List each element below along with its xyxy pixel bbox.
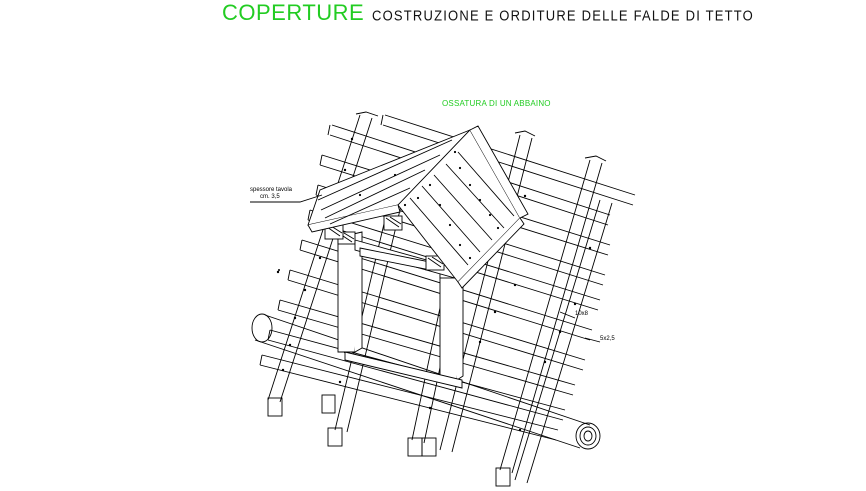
board-thickness-label-line2: cm. 3,5 [260, 194, 280, 200]
dormer-beams [324, 215, 463, 389]
stray-mark [278, 269, 280, 271]
batten-size-label: 10x8 [575, 311, 589, 317]
leader-lines [250, 194, 601, 343]
log-beam [251, 313, 601, 450]
drawing-title: OSSATURA DI UN ABBAINO [442, 99, 551, 108]
dormer-roof [307, 125, 529, 289]
board-thickness-label: spessore tavola cm. 3,5 [250, 187, 292, 201]
lath-size-label: 5x2,5 [600, 336, 615, 342]
page-subtitle: COSTRUZIONE E ORDITURE DELLE FALDE DI TE… [372, 7, 754, 24]
board-thickness-label-line1: spessore tavola [250, 187, 293, 193]
page-title: COPERTURE [222, 0, 365, 25]
